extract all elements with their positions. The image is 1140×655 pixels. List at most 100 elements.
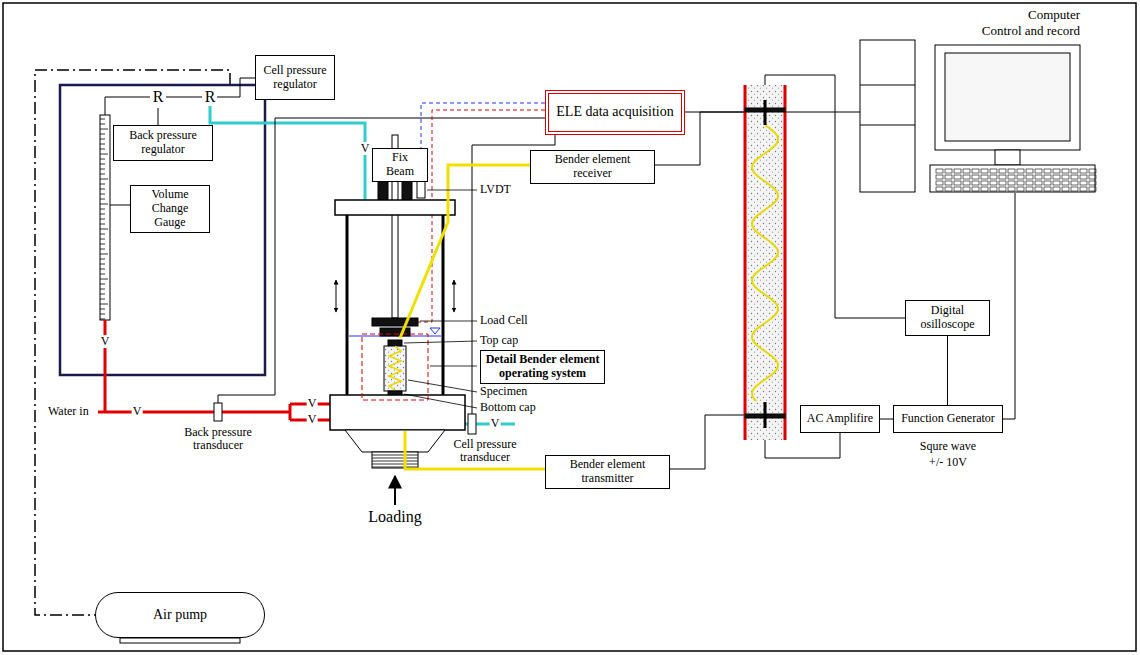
computer xyxy=(972,187,979,191)
valve-mark: V xyxy=(100,335,111,348)
computer xyxy=(990,187,997,191)
leader-line xyxy=(427,190,477,191)
specimen-detail xyxy=(744,85,747,440)
regulator-box: Back pressure regulator xyxy=(113,125,213,161)
computer xyxy=(1089,187,1096,191)
computer xyxy=(1071,169,1078,173)
computer xyxy=(963,181,970,185)
computer xyxy=(1026,169,1033,173)
volume-gauge-tube xyxy=(100,319,105,320)
computer xyxy=(936,187,943,191)
signal-label: Squre wave xyxy=(920,440,976,453)
beam-box: Fix Beam xyxy=(372,148,428,182)
volume-gauge-tube xyxy=(100,194,105,195)
computer xyxy=(1071,175,1078,179)
regulator-mark: R xyxy=(205,88,216,106)
panel-wire xyxy=(105,97,150,115)
leader-line xyxy=(420,321,477,322)
specimen-detail xyxy=(745,85,785,440)
computer xyxy=(1080,169,1087,173)
triaxial-cell xyxy=(372,455,418,467)
computer xyxy=(945,187,952,191)
lvdt-wire xyxy=(421,103,545,172)
box-text: Cell pressure regulator xyxy=(260,64,330,92)
computer xyxy=(1080,181,1087,185)
outer-frame xyxy=(3,3,1136,651)
part-label: Cell pressure transducer xyxy=(447,438,523,464)
computer xyxy=(999,181,1006,185)
computer xyxy=(1089,175,1096,179)
triaxial-cell xyxy=(372,452,418,468)
leader-line xyxy=(408,380,477,392)
computer xyxy=(972,169,979,173)
computer xyxy=(1035,187,1042,191)
computer xyxy=(981,187,988,191)
computer xyxy=(1044,187,1051,191)
computer xyxy=(1044,169,1051,173)
computer xyxy=(954,181,961,185)
volume-gauge-tube xyxy=(100,174,105,175)
control-panel xyxy=(60,85,265,375)
regulator-box: Cell pressure regulator xyxy=(255,55,335,100)
leader-line xyxy=(404,190,477,408)
volume-gauge-tube xyxy=(100,224,105,225)
back-pressure-line xyxy=(289,404,292,420)
computer xyxy=(860,40,1096,192)
triaxial-cell xyxy=(372,464,418,465)
inlet-label: Water in xyxy=(48,405,89,418)
back-pressure-line xyxy=(98,320,330,420)
triaxial-cell xyxy=(336,280,337,312)
computer xyxy=(954,175,961,179)
box-text: Digital osilloscope xyxy=(910,304,985,332)
computer xyxy=(936,169,1096,191)
computer xyxy=(972,181,979,185)
air-pump: Air pump xyxy=(95,592,265,638)
box-text: Bender element receiver xyxy=(535,153,650,181)
computer xyxy=(963,187,970,191)
triaxial-cell xyxy=(442,215,445,395)
computer xyxy=(990,175,997,179)
part-label: LVDT xyxy=(480,183,511,196)
computer xyxy=(936,169,943,173)
specimen-detail xyxy=(764,100,767,125)
computer xyxy=(1062,181,1069,185)
computer xyxy=(1062,169,1069,173)
volume-gauge-tube xyxy=(100,154,108,155)
computer xyxy=(860,125,915,126)
control-panel xyxy=(60,85,265,375)
volume-gauge-tube xyxy=(100,264,105,265)
valve-mark: V xyxy=(307,397,318,410)
triaxial-cell xyxy=(402,180,412,200)
computer-label: Control and record xyxy=(982,24,1080,38)
outer-frame xyxy=(3,3,1136,651)
volume-gauge-tube xyxy=(100,169,105,170)
computer xyxy=(1044,181,1051,185)
box-text: Volume Change Gauge xyxy=(135,188,205,229)
volume-gauge-tube xyxy=(100,269,105,270)
bender-wire xyxy=(400,165,545,469)
volume-gauge-tube xyxy=(100,184,105,185)
part-label: Specimen xyxy=(480,385,527,398)
computer xyxy=(1035,175,1042,179)
volume-gauge-tube xyxy=(100,124,105,125)
computer xyxy=(963,175,970,179)
computer xyxy=(981,169,988,173)
amplifier-box: AC Amplifire xyxy=(800,405,880,433)
computer xyxy=(945,175,952,179)
computer xyxy=(860,40,915,192)
signal-connector xyxy=(947,336,948,405)
triaxial-cell xyxy=(372,458,418,459)
computer xyxy=(1026,181,1033,185)
volume-gauge-tube xyxy=(100,129,108,130)
computer xyxy=(954,169,961,173)
pump-feet xyxy=(120,638,240,643)
triaxial-cell xyxy=(389,346,401,390)
triaxial-cell xyxy=(335,200,455,215)
computer xyxy=(1044,175,1051,179)
volume-gauge-tube xyxy=(100,299,105,300)
air-line xyxy=(35,70,230,615)
load-label: Loading xyxy=(368,508,421,526)
oscilloscope-box: Digital osilloscope xyxy=(905,300,990,336)
computer xyxy=(1008,169,1015,173)
computer xyxy=(1008,187,1015,191)
